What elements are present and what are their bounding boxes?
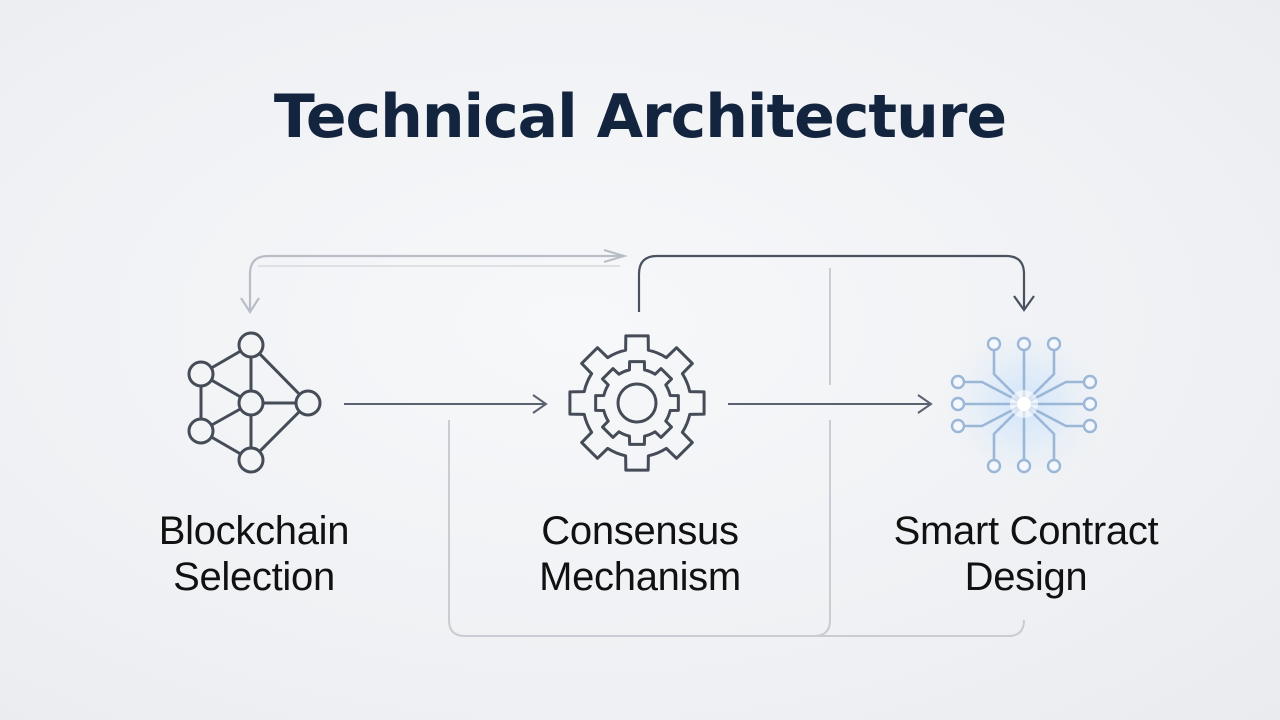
circuit-chip-icon: [940, 320, 1108, 488]
network-nodes-icon: [187, 331, 322, 474]
page-title: Technical Architecture: [273, 82, 1007, 152]
step-label-line: Blockchain: [158, 509, 350, 553]
arrow-consensus-to-smart-contract: [637, 254, 1035, 312]
step-label-consensus-mechanism: Consensus Mechanism: [470, 508, 810, 600]
flow-arrow-1: [344, 394, 548, 414]
step-label-line: Selection: [173, 555, 335, 599]
step-label-line: Design: [964, 555, 1088, 599]
bottom-loop-connector: [448, 420, 1025, 637]
step-label-smart-contract-design: Smart Contract Design: [856, 508, 1196, 600]
middle-lower-connector: [813, 420, 831, 637]
feedback-arrow-to-blockchain: [240, 248, 628, 315]
step-label-line: Smart Contract: [893, 509, 1159, 553]
gear-icon: [568, 334, 706, 472]
background-connectors: [448, 268, 1025, 637]
step-label-line: Mechanism: [539, 555, 741, 599]
step-label-line: Consensus: [541, 509, 739, 553]
step-label-blockchain-selection: Blockchain Selection: [84, 508, 424, 600]
flow-arrow-2: [728, 394, 933, 414]
